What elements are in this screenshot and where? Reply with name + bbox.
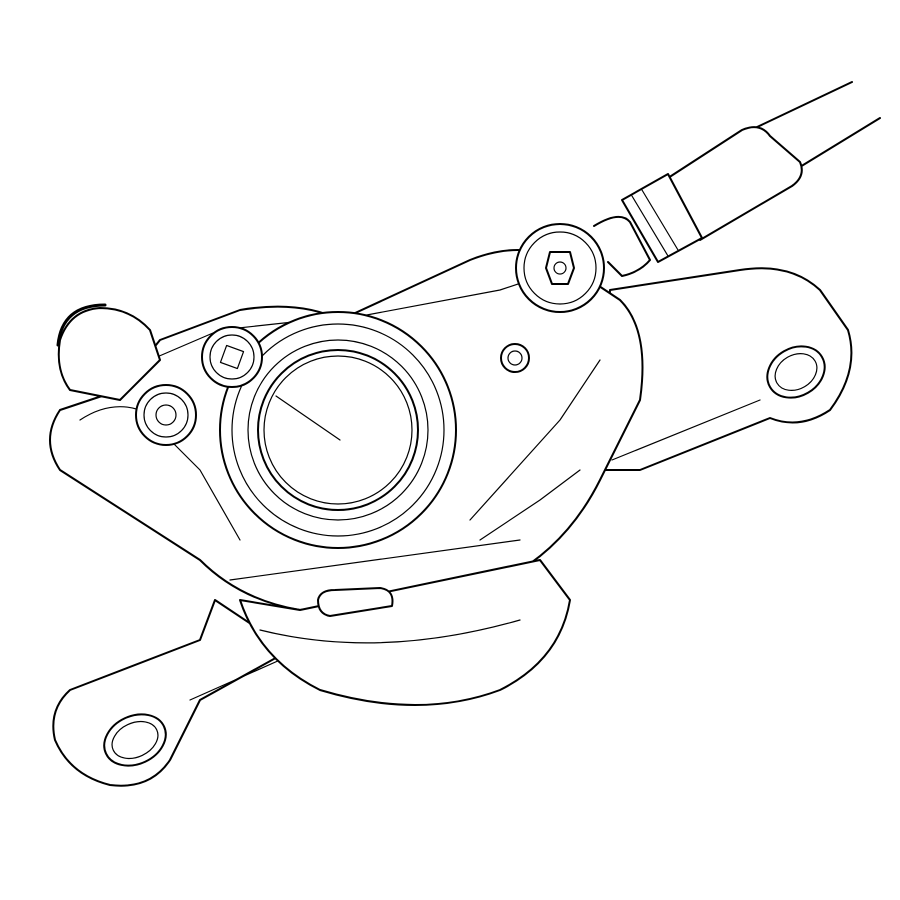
bleed-cap [56,303,161,401]
brake-hose [593,81,881,277]
bleed-screw [500,343,530,373]
mounting-tab-left [52,599,291,787]
mounting-tab-right [599,267,853,471]
pad-retainer-clip [317,587,394,617]
bolt-left [135,384,197,446]
banjo-bolt [515,223,605,313]
piston [219,311,457,549]
bolt-upper-left [201,326,263,388]
